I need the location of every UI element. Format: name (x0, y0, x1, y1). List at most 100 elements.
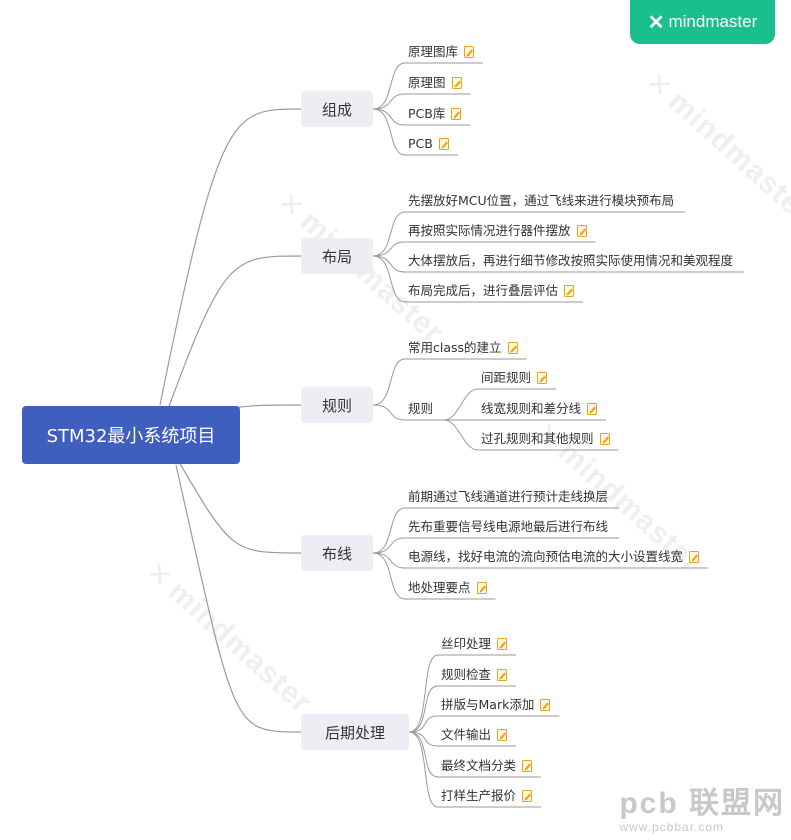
connector-line (408, 731, 439, 747)
leaf-topic-label: 大体摆放后，再进行细节修改按照实际使用情况和美观程度 (408, 253, 734, 268)
leaf-topic-label: 丝印处理 (441, 636, 492, 651)
note-icon[interactable] (522, 760, 533, 772)
note-icon[interactable] (451, 77, 463, 89)
leaf-topic[interactable]: 最终文档分类 (441, 758, 533, 774)
leaf-topic[interactable]: 先摆放好MCU位置，通过飞线来进行模块预布局 (408, 193, 674, 209)
note-icon[interactable] (438, 138, 450, 150)
leaf-topic-label: 原理图 (408, 75, 446, 90)
connector-line (372, 93, 406, 110)
branch-topic[interactable]: 组成 (301, 91, 373, 127)
note-icon[interactable] (689, 551, 700, 563)
connector-line (159, 108, 302, 406)
note-icon[interactable] (522, 790, 533, 802)
leaf-topic[interactable]: 线宽规则和差分线 (481, 401, 598, 417)
leaf-topic-label: 线宽规则和差分线 (481, 401, 582, 416)
note-icon[interactable] (497, 729, 508, 741)
leaf-topic[interactable]: 规则检查 (441, 667, 508, 683)
connector-line (372, 507, 406, 554)
leaf-topic[interactable]: 丝印处理 (441, 636, 508, 652)
connector-line (372, 552, 406, 569)
leaf-topic[interactable]: 先布重要信号线电源地最后进行布线 (408, 519, 608, 535)
leaf-topic-label: 电源线，找好电流的流向预估电流的大小设置线宽 (408, 549, 684, 564)
connector-line (372, 255, 406, 273)
leaf-topic[interactable]: 电源线，找好电流的流向预估电流的大小设置线宽 (408, 549, 700, 565)
leaf-topic-label: 过孔规则和其他规则 (481, 431, 594, 446)
leaf-topic[interactable]: 拼版与Mark添加 (441, 697, 551, 713)
note-icon[interactable] (497, 669, 508, 681)
leaf-topic[interactable]: 原理图库 (408, 44, 475, 60)
leaf-topic-label: 规则检查 (441, 667, 492, 682)
leaf-topic-label: 规则 (408, 401, 434, 416)
note-icon[interactable] (507, 342, 519, 354)
leaf-topic[interactable]: 规则 (408, 401, 433, 417)
leaf-topic[interactable]: 原理图 (408, 75, 463, 91)
connector-line (408, 731, 439, 778)
note-icon[interactable] (451, 108, 462, 120)
connector-line (175, 464, 302, 733)
note-icon[interactable] (587, 403, 598, 415)
branch-topic-label: 组成 (321, 100, 352, 119)
leaf-topic-label: 常用class的建立 (408, 340, 502, 355)
connector-line (408, 715, 439, 733)
note-icon[interactable] (476, 582, 488, 594)
leaf-topic-label: 拼版与Mark添加 (441, 697, 535, 712)
connector-line (372, 62, 406, 110)
note-icon[interactable] (576, 225, 588, 237)
leaf-topic-label: 文件输出 (441, 727, 492, 742)
leaf-topic[interactable]: 间距规则 (481, 370, 548, 386)
leaf-topic[interactable]: 打样生产报价 (441, 788, 533, 804)
leaf-topic-label: 打样生产报价 (441, 788, 517, 803)
note-icon[interactable] (599, 433, 611, 445)
leaf-topic[interactable]: 再按照实际情况进行器件摆放 (408, 223, 588, 239)
connector-line (372, 552, 406, 600)
note-icon[interactable] (564, 285, 575, 297)
connector-line (372, 211, 406, 257)
connector-line (372, 537, 406, 554)
leaf-topic-label: 再按照实际情况进行器件摆放 (408, 223, 571, 238)
leaf-topic[interactable]: 地处理要点 (408, 580, 488, 596)
root-topic-label: STM32最小系统项目 (46, 426, 216, 447)
connector-line (443, 419, 479, 451)
connector-line (408, 654, 439, 733)
connector-line (443, 388, 479, 421)
leaf-topic-label: PCB库 (408, 106, 446, 121)
leaf-topic[interactable]: 大体摆放后，再进行细节修改按照实际使用情况和美观程度 (408, 253, 733, 269)
badge-text: mindmaster (668, 12, 758, 31)
branch-topic[interactable]: 布局 (301, 238, 373, 274)
connector-line (372, 404, 406, 421)
leaf-topic[interactable]: 前期通过飞线通道进行预计走线换层 (408, 489, 608, 505)
note-icon[interactable] (464, 46, 475, 58)
connector-line (372, 255, 406, 303)
branch-topic[interactable]: 规则 (301, 387, 373, 423)
leaf-topic[interactable]: PCB库 (408, 106, 462, 122)
leaf-topic-label: 前期通过飞线通道进行预计走线换层 (408, 489, 609, 504)
connector-line (372, 241, 406, 257)
leaf-topic[interactable]: 常用class的建立 (408, 340, 519, 356)
mindmaster-badge[interactable]: ✕ mindmaster (630, 0, 775, 44)
site-watermark: pcb 联盟网 www.pcbbar.com (619, 778, 785, 834)
leaf-topic[interactable]: 过孔规则和其他规则 (481, 431, 611, 447)
leaf-topic-label: 地处理要点 (408, 580, 471, 595)
branch-topic[interactable]: 布线 (301, 535, 373, 571)
mindmaster-logo-icon: ✕ (647, 11, 665, 34)
leaf-topic-label: PCB (408, 136, 433, 151)
branch-topic-label: 规则 (321, 396, 352, 415)
note-icon[interactable] (497, 638, 508, 650)
site-watermark-title: pcb 联盟网 (619, 787, 785, 820)
root-topic[interactable]: STM32最小系统项目 (22, 406, 240, 464)
site-watermark-url: www.pcbbar.com (619, 820, 725, 834)
connector-line (408, 685, 439, 733)
connector-line (372, 108, 406, 126)
connector-line (372, 108, 406, 156)
branch-topic-label: 布局 (321, 247, 352, 266)
leaf-topic-label: 布局完成后，进行叠层评估 (408, 283, 559, 298)
note-icon[interactable] (540, 699, 551, 711)
connector-line (163, 255, 302, 421)
leaf-topic-label: 先布重要信号线电源地最后进行布线 (408, 519, 609, 534)
leaf-topic[interactable]: 文件输出 (441, 727, 508, 743)
leaf-topic[interactable]: PCB (408, 136, 450, 152)
branch-topic[interactable]: 后期处理 (301, 714, 409, 750)
note-icon[interactable] (537, 372, 548, 384)
leaf-topic[interactable]: 布局完成后，进行叠层评估 (408, 283, 575, 299)
